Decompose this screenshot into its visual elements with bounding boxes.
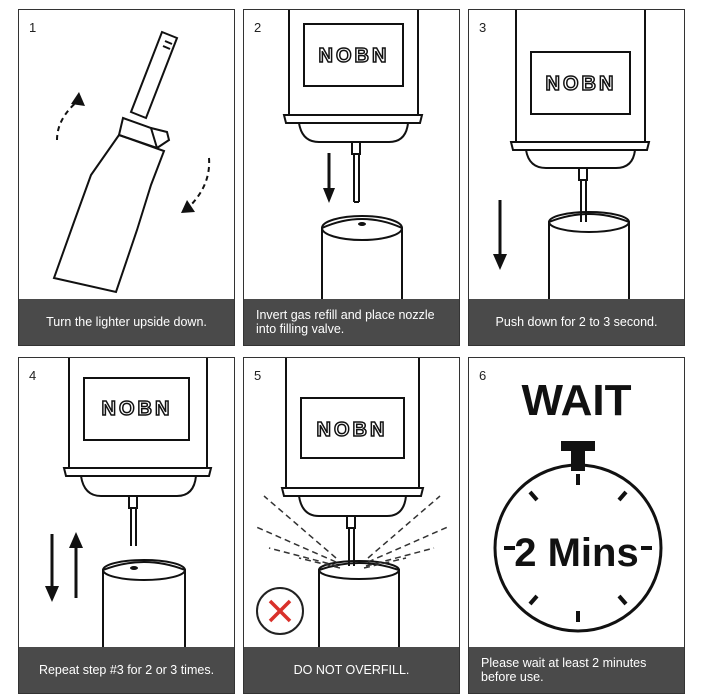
brand-logo: NOBN [319,45,390,67]
no-icon [256,587,304,635]
step-caption: DO NOT OVERFILL. [244,647,459,693]
brand-logo: NOBN [102,398,173,420]
step-caption: Push down for 2 to 3 second. [469,299,684,345]
step-number: 6 [479,368,487,383]
brand-logo: NOBN [546,73,617,95]
step-caption: Invert gas refill and place nozzle into … [244,299,459,345]
step-panel-3: 3 NOBN Push down for 2 to 3 second. [468,9,685,346]
gas-can-icon: NOBN [493,10,651,300]
arrow-down-icon [493,254,507,270]
step-number: 1 [29,20,37,35]
arrow-down-icon [45,586,59,602]
step-number: 4 [29,368,37,383]
step-panel-2: 2 NOBN Invert gas refill and place nozzl… [243,9,460,346]
step-panel-6: 6 WAIT 2 Mins Please wait at least 2 min… [468,357,685,694]
stopwatch-icon [493,441,663,633]
wait-title: WAIT [521,376,632,425]
step-caption: Please wait at least 2 minutes before us… [469,647,684,693]
gas-can-icon: NOBN [253,358,451,648]
step-panel-5: 5 NOBN DO NOT OVER [243,357,460,694]
step-panel-1: 1 Turn the lighter upside down. [18,9,235,346]
step-caption: Turn the lighter upside down. [19,299,234,345]
arrow-up-icon [69,532,83,548]
gas-can-icon: NOBN [45,358,213,648]
gas-can-icon: NOBN [282,10,424,300]
step-number: 3 [479,20,487,35]
step-caption: Repeat step #3 for 2 or 3 times. [19,647,234,693]
step-number: 5 [254,368,262,383]
step-number: 2 [254,20,262,35]
spray-lines [253,495,451,569]
lighter-icon [52,30,211,294]
timer-label: 2 Mins [514,531,639,575]
step-panel-4: 4 NOBN Repeat step #3 for 2 or 3 times. [18,357,235,694]
brand-logo: NOBN [317,419,388,441]
